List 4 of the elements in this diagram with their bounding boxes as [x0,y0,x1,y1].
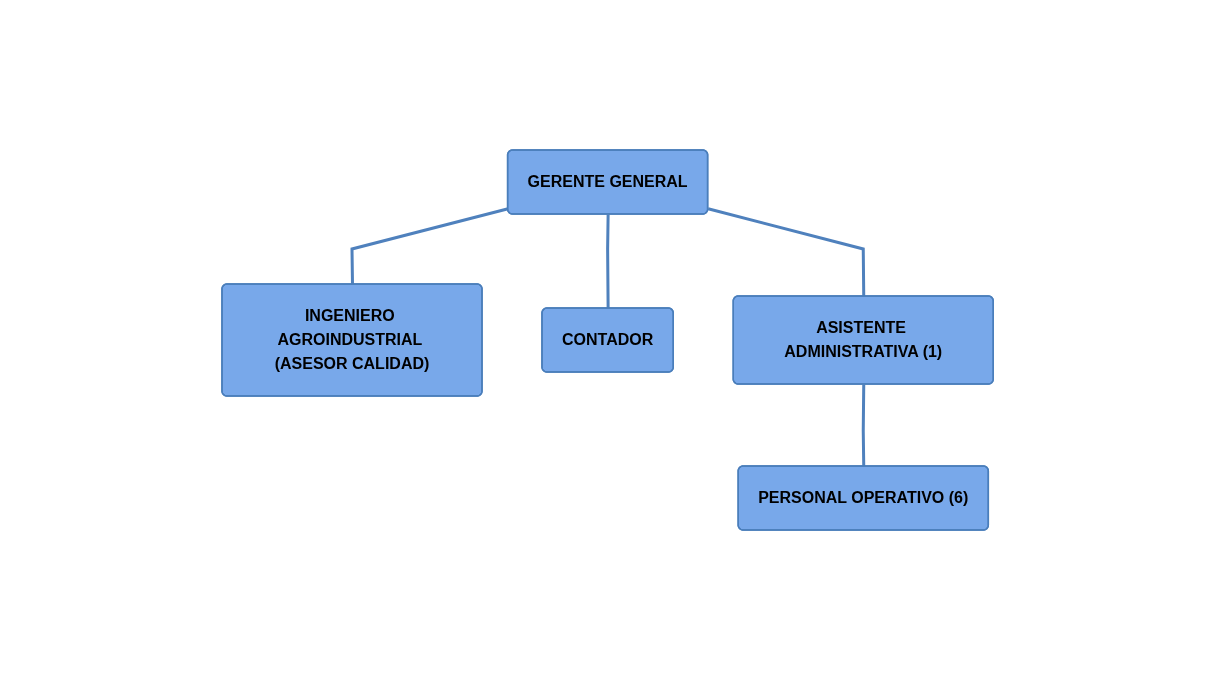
connector [350,206,509,285]
connector [606,213,610,308]
connector [861,383,866,467]
connector [707,206,866,297]
